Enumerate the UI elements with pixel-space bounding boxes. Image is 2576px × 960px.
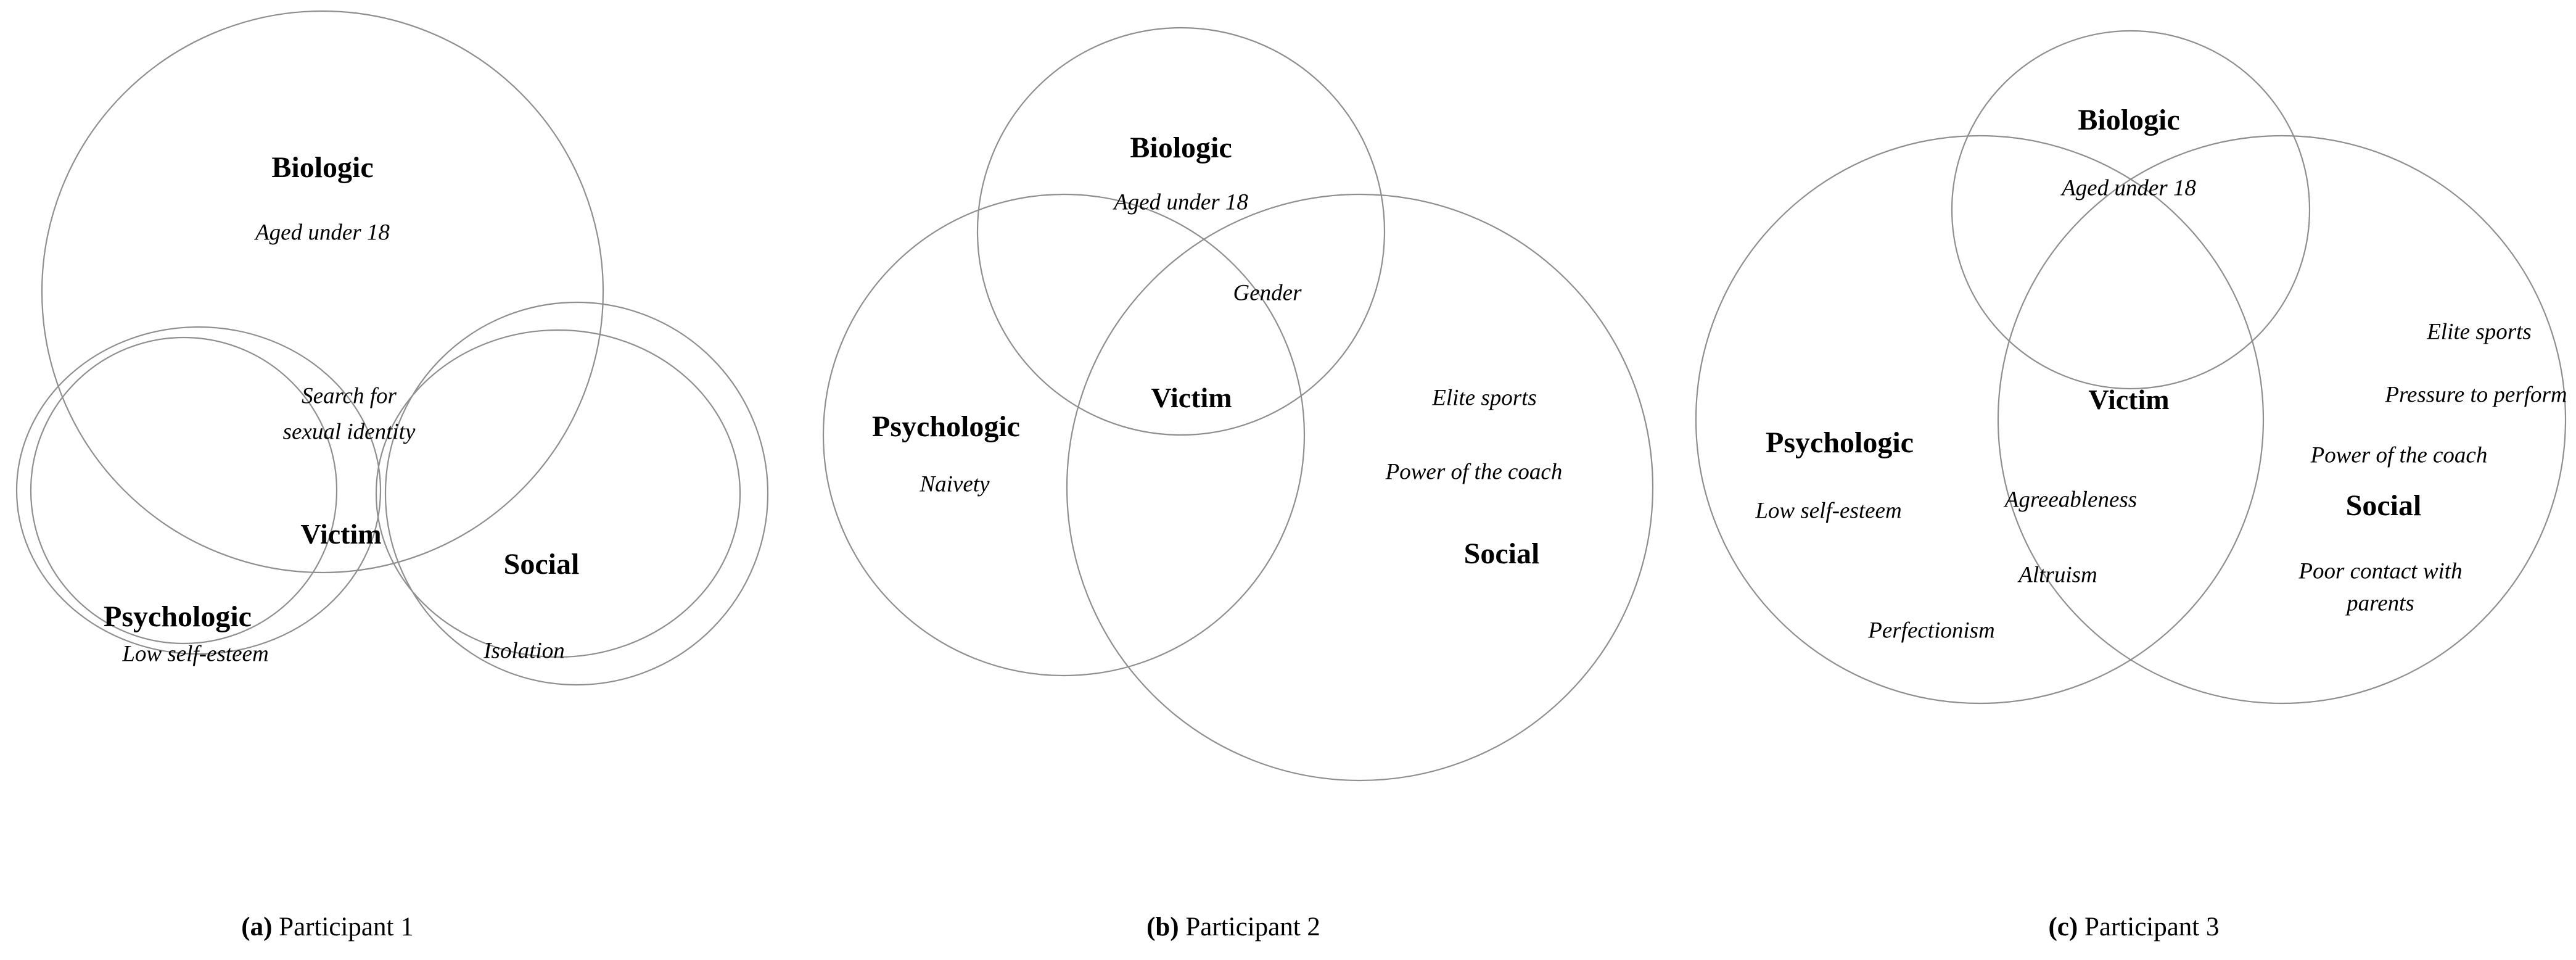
circle-psychologic-a	[30, 336, 338, 645]
ellipse-psychologic-a	[15, 326, 382, 655]
label-pressure-to-perform-c: Pressure to perform	[2385, 382, 2567, 408]
caption-c-marker: (c)	[2048, 912, 2078, 941]
caption-c-text: Participant 3	[2078, 912, 2220, 941]
venn-diagram-c	[1695, 30, 2567, 705]
label-victim-a: Victim	[300, 518, 382, 550]
label-psychologic-title-c: Psychologic	[1766, 426, 1914, 460]
label-low-self-esteem-c: Low self-esteem	[1755, 498, 1902, 524]
label-psychologic-title-a: Psychologic	[104, 600, 252, 634]
panel-a: Biologic Aged under 18 Search for sexual…	[0, 0, 802, 960]
caption-c: (c) Participant 3	[2048, 912, 2219, 942]
venn-diagram-b	[822, 27, 1654, 782]
circle-social-c	[1997, 134, 2567, 705]
caption-a: (a) Participant 1	[241, 912, 413, 942]
caption-b-text: Participant 2	[1179, 912, 1320, 941]
label-victim-c: Victim	[2088, 384, 2170, 416]
circle-biologic-c	[1951, 30, 2311, 390]
panel-c: Biologic Aged under 18 Victim Psychologi…	[1665, 0, 2576, 960]
label-victim-b: Victim	[1151, 382, 1232, 414]
label-poor-contact-c: Poor contact with	[2298, 558, 2463, 584]
label-aged-under-18-c: Aged under 18	[2062, 175, 2196, 201]
label-naivety-b: Naivety	[920, 471, 990, 497]
caption-b: (b) Participant 2	[1146, 912, 1320, 942]
circle-psychologic-b	[822, 193, 1306, 677]
label-perfectionism-c: Perfectionism	[1868, 618, 1995, 643]
label-power-of-coach-b: Power of the coach	[1385, 459, 1563, 485]
circle-social-b	[1066, 193, 1654, 782]
label-poor-contact-parents-c: parents	[2347, 590, 2414, 616]
label-biologic-title-a: Biologic	[271, 151, 374, 184]
label-search-for-a: Search for	[302, 383, 397, 409]
label-altruism-c: Altruism	[2018, 562, 2097, 588]
label-aged-under-18-b: Aged under 18	[1114, 189, 1248, 215]
circle-psychologic-c	[1695, 134, 2265, 705]
ellipse-social-a	[375, 329, 741, 658]
venn-diagram-a-lobes	[15, 326, 741, 658]
label-agreeableness-c: Agreeableness	[2004, 487, 2138, 513]
label-power-of-coach-c: Power of the coach	[2310, 442, 2488, 468]
label-low-self-esteem-a: Low self-esteem	[122, 641, 269, 667]
caption-a-marker: (a)	[241, 912, 273, 941]
panel-b: Biologic Aged under 18 Gender Victim Psy…	[802, 0, 1665, 960]
venn-diagram-a	[30, 10, 769, 686]
label-social-title-a: Social	[503, 548, 580, 581]
label-biologic-title-c: Biologic	[2078, 104, 2180, 137]
circle-social-a	[384, 301, 769, 686]
label-elite-sports-b: Elite sports	[1432, 385, 1537, 411]
label-social-title-b: Social	[1463, 537, 1540, 571]
circle-biologic-b	[976, 27, 1386, 436]
label-aged-under-18-a: Aged under 18	[255, 220, 390, 246]
label-biologic-title-b: Biologic	[1130, 131, 1232, 165]
label-sexual-identity-a: sexual identity	[282, 419, 416, 445]
label-psychologic-title-b: Psychologic	[872, 410, 1020, 444]
label-gender-b: Gender	[1233, 280, 1302, 306]
circle-biologic-a	[41, 10, 604, 574]
label-isolation-a: Isolation	[484, 638, 565, 664]
label-social-title-c: Social	[2345, 489, 2422, 523]
caption-a-text: Participant 1	[272, 912, 414, 941]
caption-b-marker: (b)	[1146, 912, 1179, 941]
label-elite-sports-c: Elite sports	[2427, 319, 2532, 345]
